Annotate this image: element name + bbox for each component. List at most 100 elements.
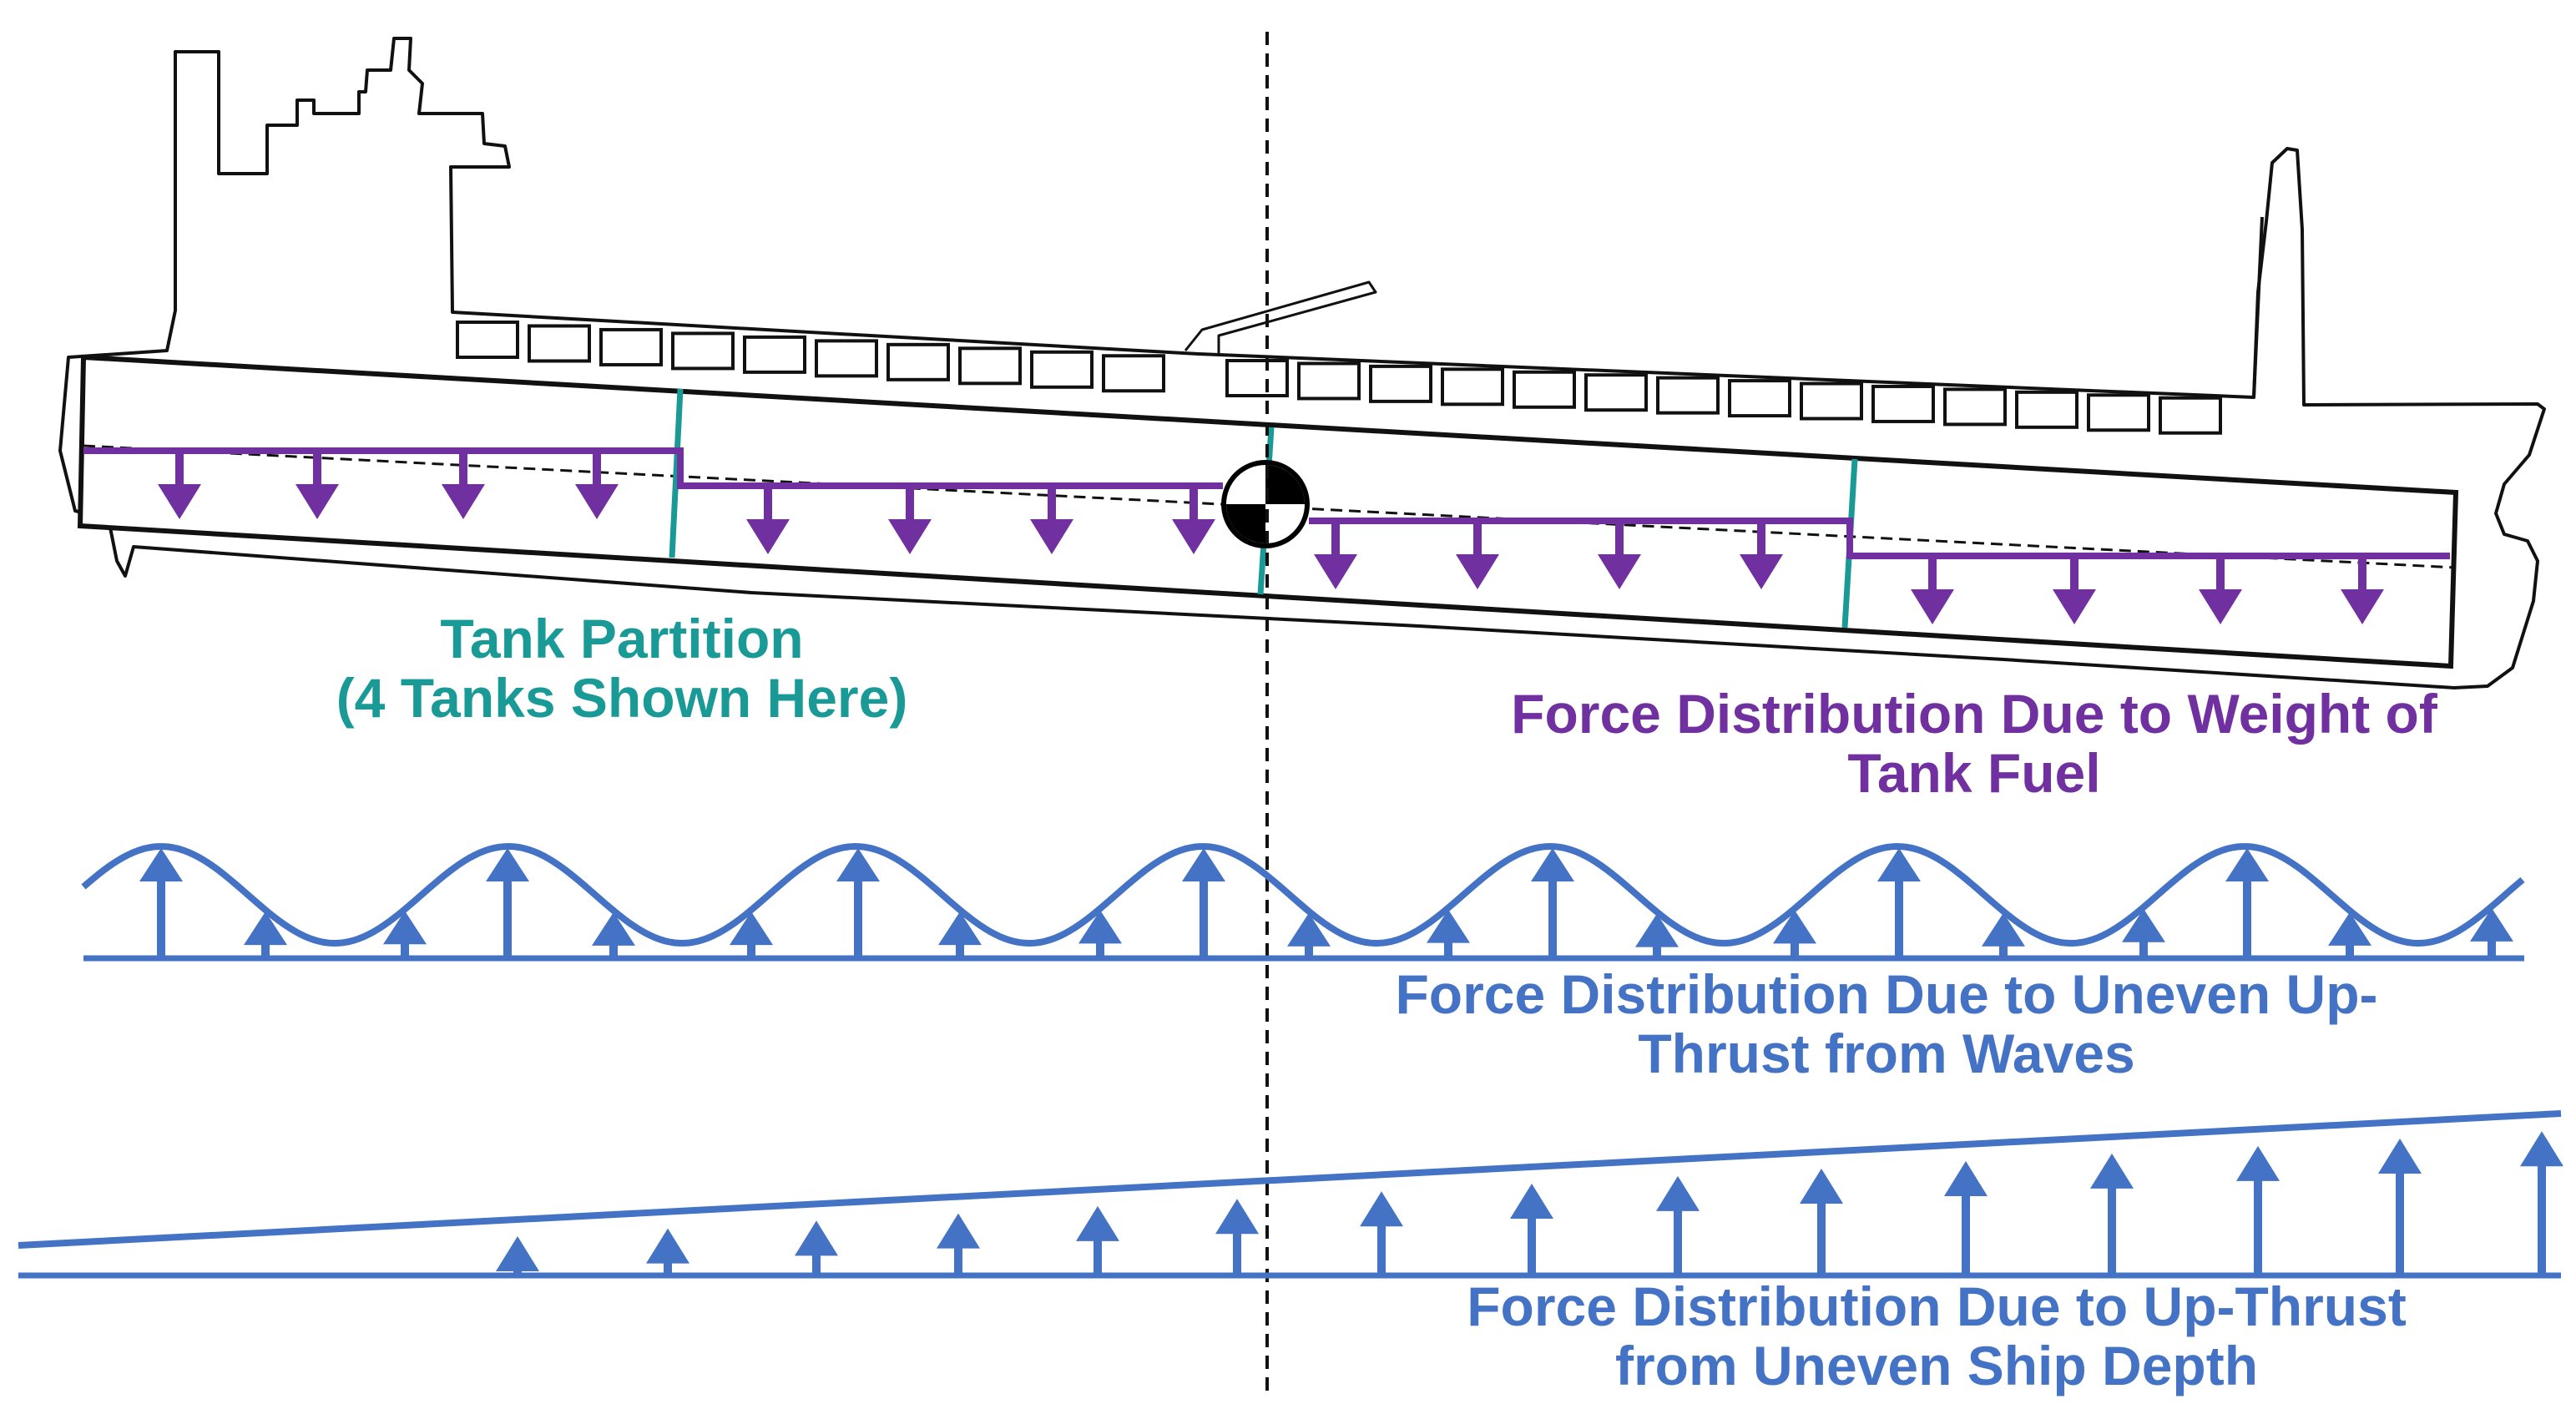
up-arrow-icon xyxy=(2378,1139,2422,1275)
up-arrow-icon xyxy=(1982,912,2025,958)
down-arrow-icon xyxy=(295,451,339,519)
waves-label: Force Distribution Due to Uneven Up- Thr… xyxy=(1302,963,2471,1085)
container-box xyxy=(1943,387,2007,427)
wave-curve xyxy=(81,842,2525,947)
up-arrow-icon xyxy=(1800,1168,1843,1275)
wave-arrows xyxy=(139,848,2513,958)
up-arrow-icon xyxy=(1635,913,1679,958)
container-box xyxy=(1728,379,1791,418)
up-arrow-icon xyxy=(2236,1145,2280,1275)
up-arrow-icon xyxy=(2225,848,2269,958)
wave-force-diagram xyxy=(81,842,2525,962)
down-arrow-icon xyxy=(746,486,790,554)
down-arrow-icon xyxy=(888,486,932,554)
up-arrow-icon xyxy=(496,1235,539,1275)
depth-label: Force Distribution Due to Up-Thrust from… xyxy=(1352,1275,2521,1397)
up-arrow-icon xyxy=(1531,848,1574,958)
up-arrow-icon xyxy=(383,911,427,958)
up-arrow-icon xyxy=(1287,912,1331,958)
up-arrow-icon xyxy=(139,848,183,958)
container-box xyxy=(1871,384,1935,423)
up-arrow-icon xyxy=(1944,1160,1988,1275)
up-arrow-icon xyxy=(1182,848,1225,958)
container-box xyxy=(815,339,878,378)
container-box xyxy=(2015,390,2078,429)
up-arrow-icon xyxy=(836,848,880,958)
depth-force-diagram xyxy=(18,1110,2563,1279)
depth-label-line1: Force Distribution Due to Up-Thrust xyxy=(1467,1275,2407,1337)
up-arrow-icon xyxy=(1076,1205,1119,1275)
container-box xyxy=(528,324,591,363)
up-arrow-icon xyxy=(1773,910,1816,958)
container-box xyxy=(743,335,806,374)
waterline xyxy=(83,444,2457,569)
container-box xyxy=(886,342,950,381)
ship-outline xyxy=(58,37,2546,689)
up-arrow-icon xyxy=(486,848,529,958)
up-arrow-icon xyxy=(730,912,773,958)
container-box xyxy=(1584,373,1648,412)
down-arrow-icon xyxy=(442,451,485,519)
depth-label-line2: from Uneven Ship Depth xyxy=(1614,1335,2259,1397)
down-arrow-icon xyxy=(158,451,201,519)
down-arrow-icon xyxy=(1172,486,1215,554)
down-arrow-icon xyxy=(2053,556,2096,624)
up-arrow-icon xyxy=(244,912,287,958)
down-arrow-icon xyxy=(1030,486,1073,554)
container-box xyxy=(671,331,735,371)
down-arrow-icon xyxy=(1911,556,1954,624)
up-arrow-icon xyxy=(2090,1153,2134,1275)
tank-partition-label-line2: (4 Tanks Shown Here) xyxy=(336,667,908,730)
depth-arrows xyxy=(496,1131,2563,1275)
fuel-weight-label-line2: Tank Fuel xyxy=(1847,742,2101,805)
up-arrow-icon xyxy=(1656,1175,1700,1275)
container-box xyxy=(1297,361,1361,401)
tank-partition-label: Tank Partition (4 Tanks Shown Here) xyxy=(275,609,968,729)
container-box xyxy=(1656,376,1720,415)
tank-partition-label-line1: Tank Partition xyxy=(440,608,804,669)
up-arrow-icon xyxy=(2470,907,2513,958)
up-arrow-icon xyxy=(937,1213,980,1275)
up-arrow-icon xyxy=(646,1228,689,1275)
container-box xyxy=(456,321,519,359)
up-arrow-icon xyxy=(1360,1191,1403,1275)
up-arrow-icon xyxy=(938,912,982,958)
fuel-weight-arrows xyxy=(158,451,2384,624)
container-box xyxy=(1800,381,1863,421)
fuel-weight-label: Force Distribution Due to Weight of Tank… xyxy=(1419,684,2529,804)
down-arrow-icon xyxy=(1314,521,1357,589)
container-box xyxy=(1225,359,1289,397)
container-box xyxy=(599,327,663,366)
waves-label-line2: Thrust from Waves xyxy=(1638,1023,2135,1085)
up-arrow-icon xyxy=(1427,909,1470,958)
container-box xyxy=(1441,367,1504,407)
up-arrow-icon xyxy=(2520,1131,2563,1275)
up-arrow-icon xyxy=(1510,1183,1553,1275)
fuel-weight-label-line1: Force Distribution Due to Weight of xyxy=(1511,683,2437,745)
container-box xyxy=(1102,354,1165,393)
up-arrow-icon xyxy=(2122,908,2165,958)
depth-slope-line xyxy=(18,1110,2562,1249)
container-box xyxy=(1030,350,1094,389)
deck-containers xyxy=(456,321,2222,435)
up-arrow-icon xyxy=(1078,910,1122,958)
container-box xyxy=(1513,370,1576,409)
down-arrow-icon xyxy=(2199,556,2242,624)
down-arrow-icon xyxy=(1456,521,1499,589)
center-of-gravity-icon xyxy=(1221,460,1310,548)
up-arrow-icon xyxy=(1215,1199,1259,1275)
up-arrow-icon xyxy=(592,912,635,958)
waves-label-line1: Force Distribution Due to Uneven Up- xyxy=(1395,963,2378,1025)
up-arrow-icon xyxy=(795,1220,838,1275)
container-box xyxy=(1369,364,1432,403)
down-arrow-icon xyxy=(1598,521,1641,589)
container-box xyxy=(2159,396,2222,435)
down-arrow-icon xyxy=(2341,556,2384,624)
container-box xyxy=(958,346,1022,386)
fuel-weight-levels xyxy=(83,447,2450,559)
down-arrow-icon xyxy=(1740,521,1783,589)
up-arrow-icon xyxy=(1877,848,1921,958)
down-arrow-icon xyxy=(575,451,619,519)
up-arrow-icon xyxy=(2328,912,2371,958)
